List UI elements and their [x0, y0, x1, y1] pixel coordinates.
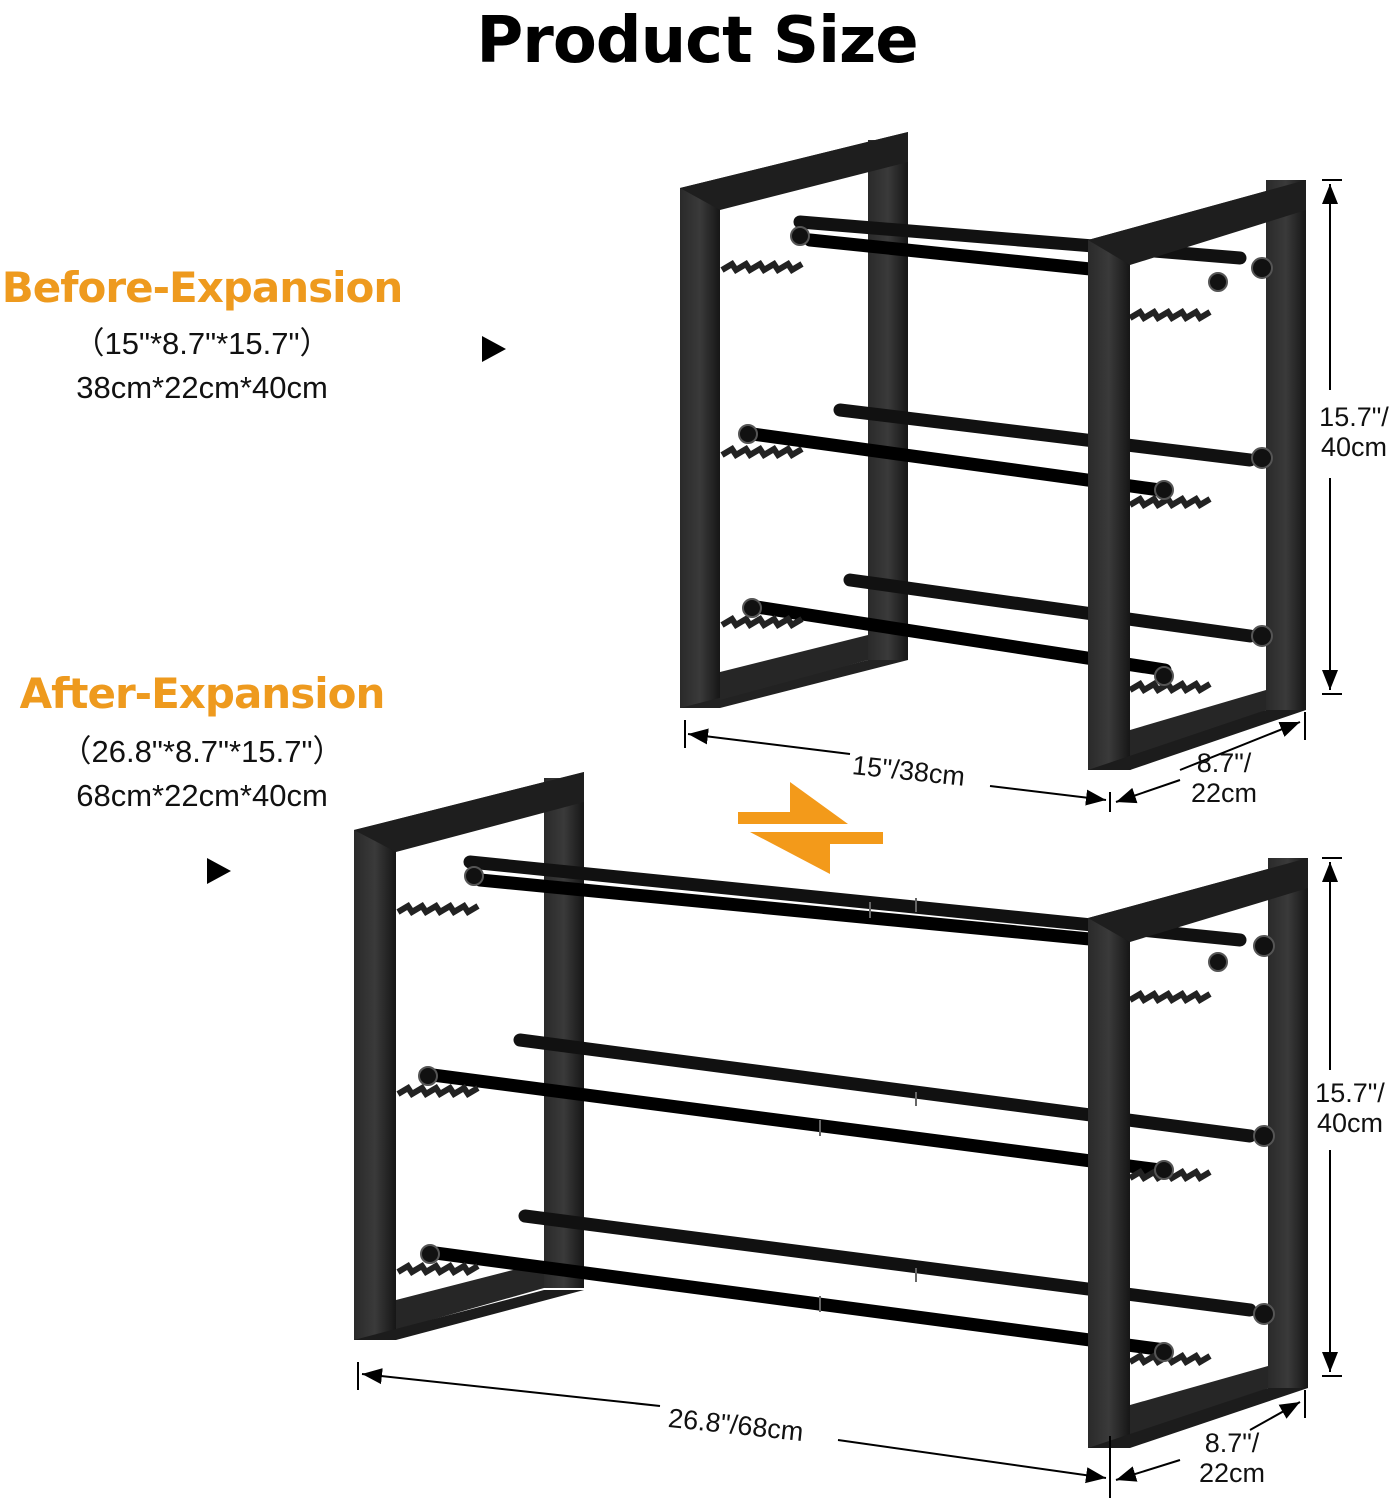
after-left-frame — [354, 772, 584, 1340]
before-dims-cm: 38cm*22cm*40cm — [76, 370, 328, 405]
before-height-label: 15.7"/ 40cm — [1319, 402, 1389, 462]
after-knobs — [418, 866, 1275, 1362]
after-dims-inches: （26.8"*8.7"*15.7"） — [60, 734, 344, 769]
before-tubes — [738, 215, 1257, 677]
after-rack — [354, 772, 1308, 1448]
triangle-right-icon — [482, 336, 506, 362]
page-title: Product Size — [476, 4, 918, 78]
before-depth-label: 8.7"/ 22cm — [1190, 748, 1258, 808]
after-dimension-lines — [357, 857, 1342, 1498]
after-height-label: 15.7"/ 40cm — [1315, 1078, 1385, 1138]
after-tube-joints — [819, 898, 917, 1312]
before-expansion-info: Before-Expansion （15"*8.7"*15.7"） 38cm*2… — [0, 262, 404, 410]
before-rack — [680, 132, 1306, 770]
before-expansion-heading: Before-Expansion — [1, 263, 404, 312]
after-expansion-heading: After-Expansion — [19, 669, 386, 718]
before-right-frame — [1088, 180, 1306, 770]
before-ratchets — [720, 259, 1212, 695]
after-expansion-info: After-Expansion （26.8"*8.7"*15.7"） 68cm*… — [0, 668, 404, 818]
swap-arrows-icon — [738, 782, 883, 874]
triangle-right-icon — [207, 858, 231, 884]
before-dims-inches: （15"*8.7"*15.7"） — [73, 326, 331, 361]
after-depth-label: 8.7"/ 22cm — [1198, 1428, 1266, 1488]
before-knobs — [738, 226, 1273, 686]
after-dims-cm: 68cm*22cm*40cm — [76, 778, 328, 813]
before-dimension-lines — [684, 179, 1342, 812]
